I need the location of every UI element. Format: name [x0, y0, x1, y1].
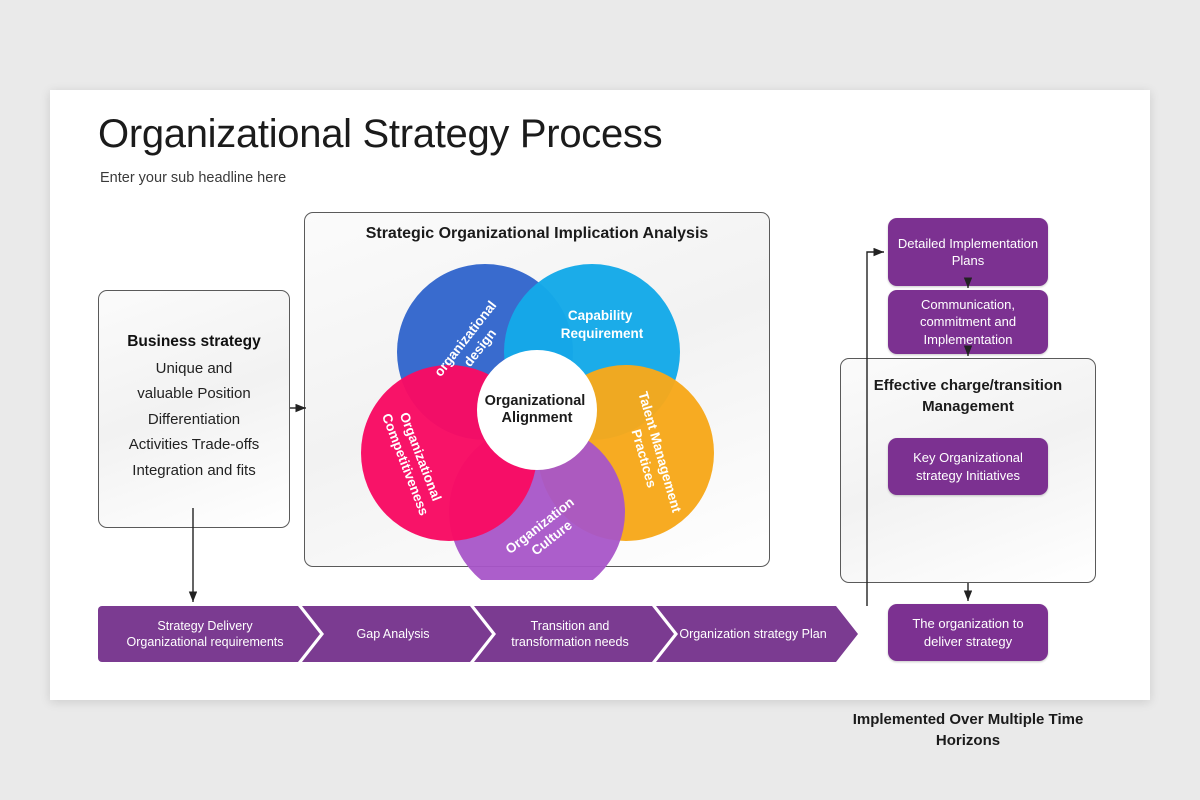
business-strategy-line-5: Integration and fits: [132, 461, 256, 479]
venn-diagram: organizational design Capability Require…: [361, 264, 714, 580]
deliver-strategy-label: The organization to deliver strategy: [912, 616, 1024, 649]
chevron-gap-analysis[interactable]: Gap Analysis: [302, 606, 492, 662]
svg-text:Capability Requirement: Capability Requirement: [561, 308, 644, 341]
business-strategy-line-2: valuable Position: [137, 385, 251, 402]
detailed-implementation-plans-box[interactable]: Detailed Implementation Plans: [888, 218, 1048, 286]
strategic-analysis-title: Strategic Organizational Implication Ana…: [365, 225, 709, 242]
chevron-strategy-delivery-label: Strategy Delivery Organizational require…: [126, 619, 284, 649]
detailed-implementation-plans-label: Detailed Implementation Plans: [897, 235, 1039, 269]
business-strategy-heading: Business strategy: [127, 333, 261, 350]
implemented-over-horizons-label: Implemented Over Multiple Time Horizons: [852, 711, 1084, 749]
key-organizational-initiatives-label: Key Organizational strategy Initiatives: [913, 450, 1023, 483]
business-strategy-line-4: Activities Trade-offs: [128, 436, 260, 453]
communication-commitment-box[interactable]: Communication, commitment and Implementa…: [888, 290, 1048, 354]
chevron-transition-needs-label: Transition and transformation needs: [511, 619, 629, 649]
effective-transition-title: Effective charge/transition Management: [873, 377, 1063, 415]
slide-canvas: Organizational Strategy Process Enter yo…: [50, 90, 1150, 749]
business-strategy-line-1: Unique and: [155, 359, 233, 377]
chevron-organization-strategy-plan[interactable]: Organization strategy Plan: [656, 606, 858, 662]
chevron-organization-strategy-plan-label: Organization strategy Plan: [679, 627, 827, 641]
communication-commitment-label: Communication, commitment and Implementa…: [919, 296, 1017, 347]
center-hub[interactable]: [477, 350, 597, 470]
business-strategy-content: Business strategy Unique and valuable Po…: [99, 329, 289, 483]
key-organizational-initiatives-box[interactable]: Key Organizational strategy Initiatives: [888, 438, 1048, 495]
page-title: Organizational Strategy Process: [98, 112, 663, 156]
petal-label-capability-requirement: Capability Requirement: [561, 308, 644, 341]
business-strategy-panel[interactable]: Business strategy Unique and valuable Po…: [98, 290, 290, 528]
chevron-strategy-delivery[interactable]: Strategy Delivery Organizational require…: [98, 606, 320, 662]
page-subtitle: Enter your sub headline here: [100, 170, 287, 186]
process-chevron-row: Strategy Delivery Organizational require…: [98, 606, 858, 662]
business-strategy-line-3: Differentiation: [147, 410, 241, 428]
chevron-transition-needs[interactable]: Transition and transformation needs: [474, 606, 674, 662]
deliver-strategy-box[interactable]: The organization to deliver strategy: [888, 604, 1048, 661]
center-hub-label: Organizational Alignment: [485, 393, 590, 426]
chevron-gap-analysis-label: Gap Analysis: [356, 627, 430, 641]
